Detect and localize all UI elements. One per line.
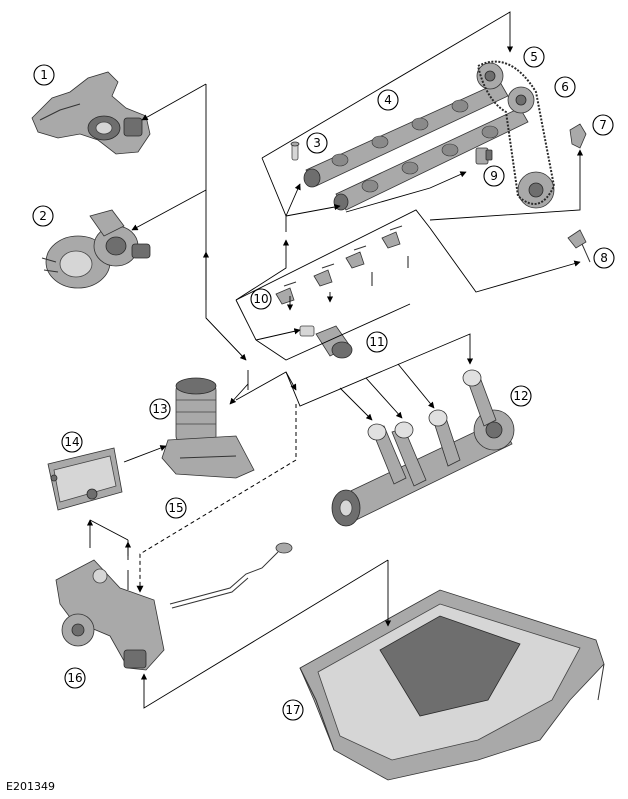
callout-15-label: 15	[168, 501, 183, 515]
callout-8: 8	[593, 247, 615, 269]
callout-10: 10	[250, 288, 272, 310]
oil-sump-part	[299, 589, 605, 781]
callout-11: 11	[366, 331, 388, 353]
oil-jet-part	[290, 141, 300, 161]
timing-chain-part	[476, 60, 556, 209]
callout-14: 14	[61, 431, 83, 453]
lash-adjuster-part	[475, 147, 493, 165]
callout-5: 5	[523, 46, 545, 68]
callout-7-label: 7	[599, 118, 607, 132]
figure-reference-code: E201349	[6, 780, 55, 793]
callout-7: 7	[592, 114, 614, 136]
callout-2-label: 2	[39, 209, 47, 223]
turbo-manifold-part	[31, 71, 151, 155]
callout-4: 4	[377, 89, 399, 111]
callout-9: 9	[483, 165, 505, 187]
callout-13-label: 13	[152, 402, 167, 416]
oil-cooler-part	[47, 447, 123, 511]
chain-tensioner-part	[569, 123, 587, 149]
crankshaft-part	[331, 369, 515, 527]
callout-11-label: 11	[369, 335, 384, 349]
callout-4-label: 4	[384, 93, 392, 107]
callout-2: 2	[32, 205, 54, 227]
callout-16-label: 16	[67, 671, 82, 685]
oil-filter-housing-part	[161, 377, 255, 479]
callout-1-label: 1	[40, 68, 48, 82]
chain-guide-part	[567, 229, 591, 263]
camshaft-intake-part	[303, 81, 509, 188]
callout-16: 16	[64, 667, 86, 689]
callout-6-label: 6	[561, 80, 569, 94]
camshaft-exhaust-part	[333, 107, 529, 211]
oil-flow-lines	[86, 11, 584, 709]
piston-cooling-jets-part	[275, 225, 403, 305]
callout-13: 13	[149, 398, 171, 420]
callout-6: 6	[554, 76, 576, 98]
callout-17-label: 17	[285, 703, 300, 717]
callout-14-label: 14	[64, 435, 79, 449]
callout-9-label: 9	[490, 169, 498, 183]
callout-10-label: 10	[253, 292, 268, 306]
callout-3: 3	[306, 132, 328, 154]
turbocharger-part	[41, 209, 151, 289]
callout-8-label: 8	[600, 251, 608, 265]
callout-12: 12	[510, 385, 532, 407]
callout-1: 1	[33, 64, 55, 86]
callout-3-label: 3	[313, 136, 321, 150]
callout-17: 17	[282, 699, 304, 721]
oil-pump-part	[55, 542, 293, 671]
callout-12-label: 12	[513, 389, 528, 403]
callout-15: 15	[165, 497, 187, 519]
callout-5-label: 5	[530, 50, 538, 64]
